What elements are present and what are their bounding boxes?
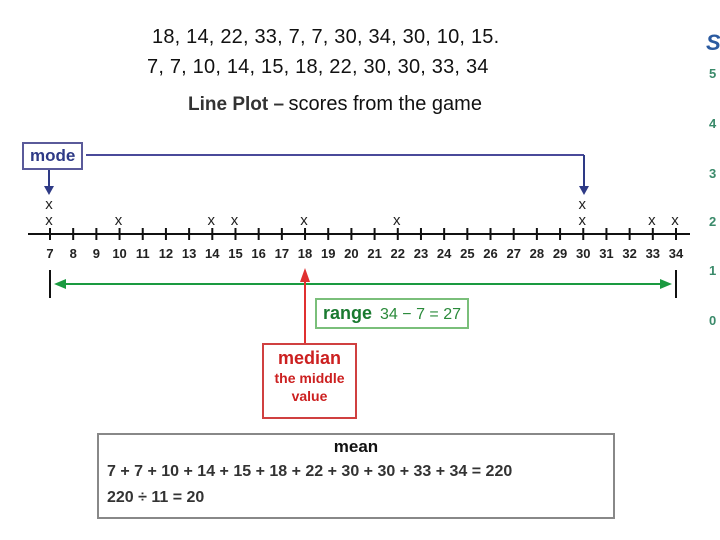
tick-label-16: 16	[251, 246, 265, 261]
x-mark-30-1: x	[579, 212, 587, 229]
tick-label-24: 24	[437, 246, 452, 261]
x-mark-30-2: x	[579, 196, 587, 213]
range-arrowhead-left	[54, 279, 66, 289]
x-mark-10-1: x	[115, 212, 123, 229]
tick-label-25: 25	[460, 246, 474, 261]
tick-label-31: 31	[599, 246, 613, 261]
median-title: median	[277, 348, 342, 368]
plot-title-prefix: Line Plot –	[188, 94, 285, 115]
plot-title: Line Plot – scores from the game	[188, 93, 482, 116]
mean-title: mean	[333, 437, 379, 456]
edge-header: S	[706, 30, 720, 55]
x-mark-7-2: x	[45, 196, 53, 213]
median-arrowhead	[300, 268, 310, 282]
tick-label-26: 26	[483, 246, 497, 261]
tick-label-15: 15	[228, 246, 242, 261]
tick-label-11: 11	[136, 246, 150, 261]
range-label: range	[323, 303, 373, 323]
tick-label-13: 13	[182, 246, 196, 261]
tick-label-8: 8	[70, 246, 77, 261]
tick-label-14: 14	[205, 246, 220, 261]
mean-box: mean 7 + 7 + 10 + 14 + 15 + 18 + 22 + 30…	[97, 433, 615, 519]
x-mark-18-1: x	[300, 212, 308, 229]
tick-label-7: 7	[46, 246, 53, 261]
edge-item-2: 2	[709, 214, 717, 229]
range-arrowhead-right	[660, 279, 672, 289]
range-label-box: range 34 − 7 = 27	[315, 298, 469, 329]
tick-label-29: 29	[553, 246, 567, 261]
x-mark-14-1: x	[208, 212, 216, 229]
tick-label-27: 27	[506, 246, 520, 261]
tick-label-22: 22	[391, 246, 405, 261]
edge-item-0: 0	[709, 313, 717, 328]
mean-sum: 7 + 7 + 10 + 14 + 15 + 18 + 22 + 30 + 30…	[107, 463, 513, 480]
median-label-box: median the middle value	[262, 343, 357, 419]
x-mark-22-1: x	[393, 212, 401, 229]
tick-group	[49, 228, 677, 240]
unsorted-data-line: 18, 14, 22, 33, 7, 7, 30, 34, 30, 10, 15…	[152, 26, 500, 48]
plot-title-subtitle: scores from the game	[288, 93, 482, 115]
tick-label-9: 9	[93, 246, 100, 261]
tick-label-30: 30	[576, 246, 590, 261]
x-mark-34-1: x	[671, 212, 679, 229]
tick-label-21: 21	[367, 246, 381, 261]
tick-label-group: 7 8 9 10 11 12 13 14 15 16 17 18 19 20 21 22 23 24 25 26 27 2…	[46, 246, 684, 261]
tick-label-28: 28	[530, 246, 544, 261]
edge-item-5: 5	[709, 66, 717, 81]
edge-item-4: 4	[709, 116, 717, 131]
tick-label-32: 32	[622, 246, 636, 261]
range-expression: 34 − 7 = 27	[380, 306, 461, 323]
x-mark-15-1: x	[231, 212, 239, 229]
tick-label-33: 33	[646, 246, 660, 261]
tick-label-12: 12	[159, 246, 173, 261]
tick-label-34: 34	[669, 246, 684, 261]
tick-label-10: 10	[112, 246, 126, 261]
tick-label-18: 18	[298, 246, 312, 261]
x-mark-7-1: x	[45, 212, 53, 229]
median-desc-line2: value	[291, 388, 328, 404]
edge-item-3: 3	[709, 166, 717, 181]
tick-label-23: 23	[414, 246, 428, 261]
tick-label-20: 20	[344, 246, 358, 261]
mode-label: mode	[30, 146, 76, 165]
tick-label-17: 17	[275, 246, 289, 261]
line-plot-svg: 7 8 9 10 11 12 13 14 15 16 17 18 19 20 21 22 23 24 25 26 27 2…	[28, 154, 690, 343]
mode-label-box: mode	[22, 142, 84, 170]
mean-division: 220 ÷ 11 = 20	[107, 489, 205, 506]
edge-item-1: 1	[709, 263, 717, 278]
median-desc-line1: the middle	[274, 370, 345, 386]
mode-arrowhead-right	[579, 186, 589, 195]
x-mark-33-1: x	[648, 212, 656, 229]
mode-arrowhead-left	[44, 186, 54, 195]
tick-label-19: 19	[321, 246, 335, 261]
sorted-data-line: 7, 7, 10, 14, 15, 18, 22, 30, 30, 33, 34	[147, 56, 489, 78]
